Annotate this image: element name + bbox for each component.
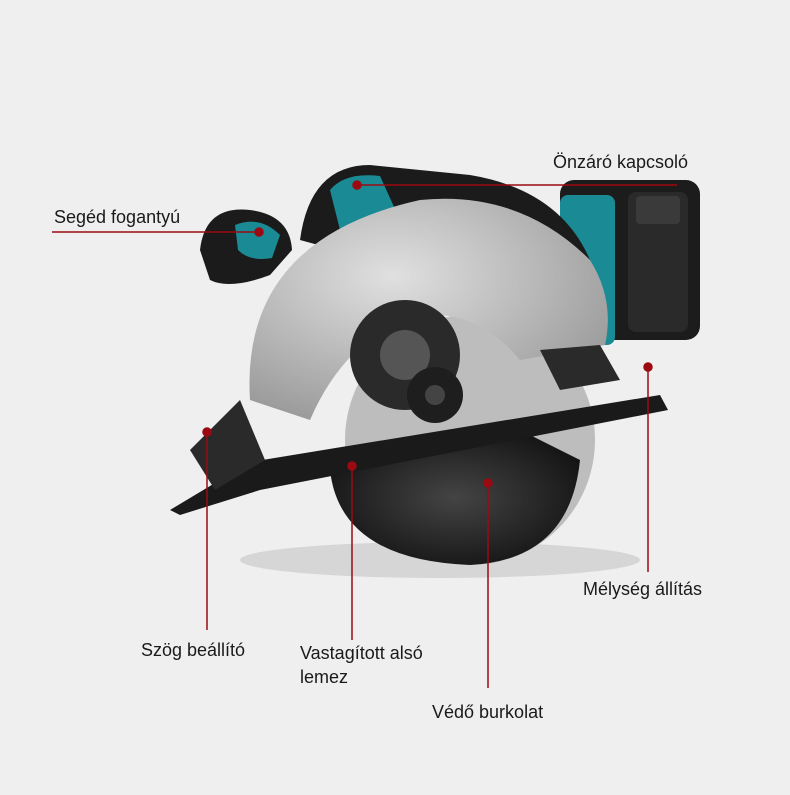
- label-blade-guard: Védő burkolat: [432, 702, 544, 722]
- base-plate: [170, 395, 668, 515]
- label-base-plate-line2: lemez: [300, 667, 349, 687]
- label-angle-adjust: Szög beállító: [141, 640, 246, 660]
- label-depth-adjust: Mélység állítás: [583, 579, 703, 599]
- depth-lever: [540, 345, 620, 390]
- label-lock-switch: Önzáró kapcsoló: [553, 152, 689, 172]
- label-aux-handle: Segéd fogantyú: [54, 207, 181, 227]
- angle-bracket: [190, 400, 265, 490]
- callout-lines: [52, 180, 677, 688]
- label-base-plate: Vastagított alsó lemez: [300, 641, 423, 689]
- label-base-plate-line1: Vastagított alsó: [300, 643, 423, 663]
